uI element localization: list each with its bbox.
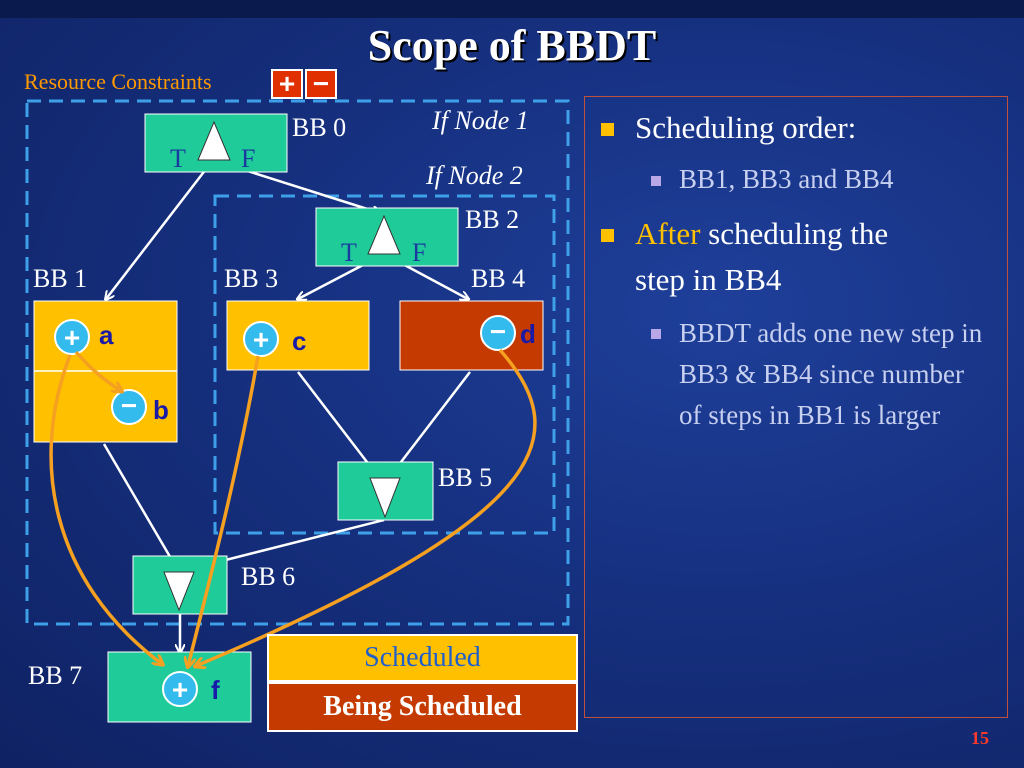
op-d: − d bbox=[480, 315, 536, 351]
slide-title: Scope of BBDT bbox=[367, 21, 657, 70]
after-line2-text: step in BB4 bbox=[635, 262, 782, 297]
if-node-2-boundary bbox=[213, 194, 556, 535]
bb7-block: + f bbox=[107, 651, 252, 723]
dep-a-f bbox=[49, 354, 162, 664]
dep-a-b bbox=[74, 350, 121, 391]
if-node-1-label: If Node 1 bbox=[431, 106, 529, 135]
bb2-true-label: T bbox=[341, 238, 357, 267]
legend-being-scheduled: Being Scheduled bbox=[267, 682, 578, 732]
bullet-square-icon bbox=[601, 229, 614, 242]
if-node-1-boundary bbox=[25, 99, 570, 626]
top-band bbox=[0, 0, 1024, 18]
bullet-square-icon bbox=[601, 123, 614, 136]
resource-plus-button[interactable]: + bbox=[271, 69, 303, 99]
after-rest-text: scheduling the bbox=[700, 216, 889, 251]
bb0-block: T F bbox=[144, 113, 288, 173]
op-f-var: f bbox=[211, 675, 220, 705]
bullet-scheduling-order: Scheduling order: bbox=[635, 110, 857, 145]
edge-bb4-bb5 bbox=[388, 371, 471, 479]
edge-bb1-bb6 bbox=[102, 443, 176, 567]
bb7-label: BB 7 bbox=[28, 661, 82, 690]
page-number: 15 bbox=[971, 728, 989, 748]
bb3-label: BB 3 bbox=[224, 264, 278, 293]
cfg-diagram: T F BB 0 If Node 1 If Node 2 T F BB 2 BB… bbox=[25, 99, 570, 723]
op-a-var: a bbox=[99, 320, 114, 350]
op-d-var: d bbox=[520, 319, 536, 349]
bb2-label: BB 2 bbox=[465, 205, 519, 234]
bb0-label: BB 0 bbox=[292, 113, 346, 142]
op-b: − b bbox=[111, 389, 169, 425]
bb0-false-label: F bbox=[241, 144, 255, 173]
edge-bb3-bb5 bbox=[297, 371, 380, 479]
bb4-block: − d bbox=[399, 300, 544, 371]
dep-c-f bbox=[188, 355, 260, 666]
dependency-edges bbox=[49, 348, 537, 666]
bb5-block bbox=[337, 461, 434, 521]
bb5-label: BB 5 bbox=[438, 463, 492, 492]
sub-bullet-bbdt-adds: BBDT adds one new step in BB3 & BB4 sinc… bbox=[679, 318, 983, 430]
dep-d-f bbox=[196, 348, 537, 666]
op-c: + c bbox=[243, 321, 306, 357]
bb1-label: BB 1 bbox=[33, 264, 87, 293]
op-a-plus-symbol: + bbox=[64, 322, 80, 353]
legend-scheduled: Scheduled bbox=[267, 634, 578, 682]
op-c-var: c bbox=[292, 326, 306, 356]
after-accent-text: After bbox=[635, 216, 701, 251]
bb4-label: BB 4 bbox=[471, 264, 525, 293]
op-f: + f bbox=[162, 671, 220, 707]
text-panel: Scheduling order: BB1, BB3 and BB4 After… bbox=[584, 96, 1008, 718]
op-d-minus-symbol: − bbox=[490, 316, 506, 347]
bb1-block: + a − b bbox=[33, 300, 178, 443]
op-c-plus-symbol: + bbox=[253, 324, 269, 355]
sub-bullet-order: BB1, BB3 and BB4 bbox=[679, 164, 894, 194]
if-node-2-label: If Node 2 bbox=[425, 161, 523, 190]
op-a: + a bbox=[54, 319, 114, 355]
op-b-var: b bbox=[153, 395, 169, 425]
op-f-plus-symbol: + bbox=[172, 674, 188, 705]
resource-constraints-label: Resource Constraints bbox=[24, 69, 212, 94]
bb2-false-label: F bbox=[412, 238, 426, 267]
edge-bb0-bb1 bbox=[106, 159, 214, 299]
op-b-minus-symbol: − bbox=[121, 390, 137, 421]
sub-bullet-square-icon bbox=[651, 329, 661, 339]
bb2-block: T F bbox=[315, 207, 459, 267]
sub-bullet-square-icon bbox=[651, 176, 661, 186]
bb6-label: BB 6 bbox=[241, 562, 295, 591]
bb0-true-label: T bbox=[170, 144, 186, 173]
bb3-block: + c bbox=[226, 300, 370, 371]
bullet-after-scheduling: After scheduling the step in BB4 bbox=[635, 211, 995, 303]
resource-minus-button[interactable]: − bbox=[305, 69, 337, 99]
